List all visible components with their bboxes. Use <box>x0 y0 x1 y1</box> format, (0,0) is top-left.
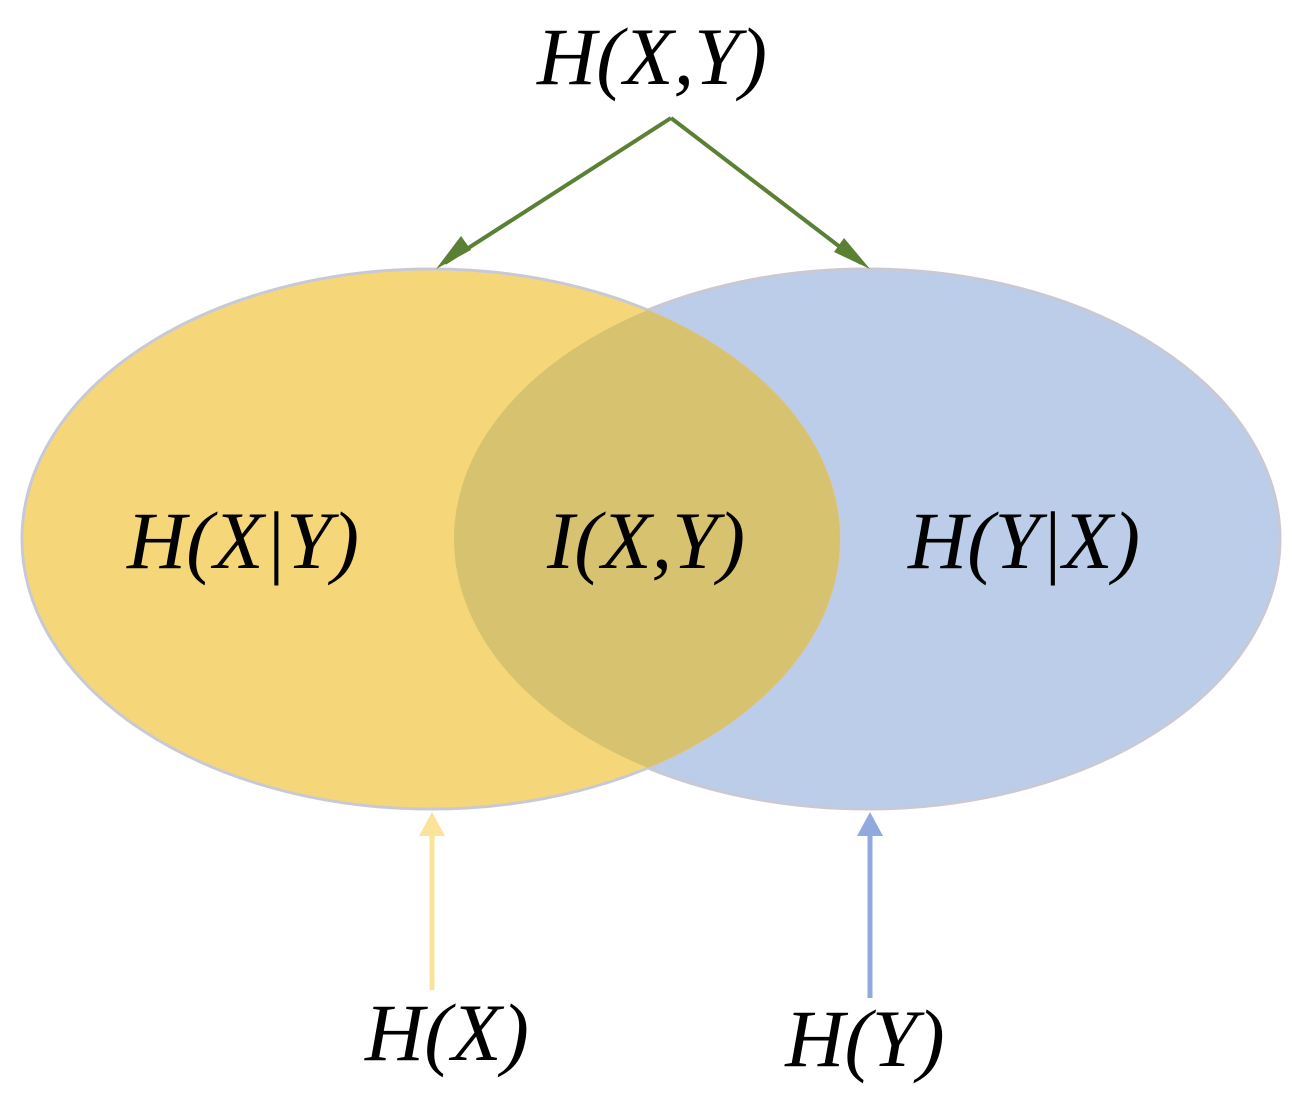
label-joint-entropy: H(X,Y) <box>536 11 767 102</box>
joint-arrow-right-head <box>834 238 870 269</box>
joint-arrow-right <box>669 116 863 265</box>
entropy-x-arrow-head <box>419 812 445 836</box>
entropy-y-arrow-head <box>857 812 883 836</box>
overlap-region <box>454 269 840 809</box>
label-entropy-y: H(Y) <box>784 993 944 1084</box>
label-entropy-x: H(X) <box>364 987 529 1078</box>
joint-arrow-left <box>443 116 673 265</box>
joint-entropy-arrows <box>436 116 870 269</box>
entropy-x-arrow <box>419 812 445 990</box>
entropy-y-arrow <box>857 812 883 998</box>
label-conditional-x-given-y: H(X|Y) <box>126 495 359 586</box>
label-conditional-y-given-x: H(Y|X) <box>907 495 1140 586</box>
joint-arrow-left-head <box>436 236 471 269</box>
label-mutual-information: I(X,Y) <box>546 495 745 586</box>
